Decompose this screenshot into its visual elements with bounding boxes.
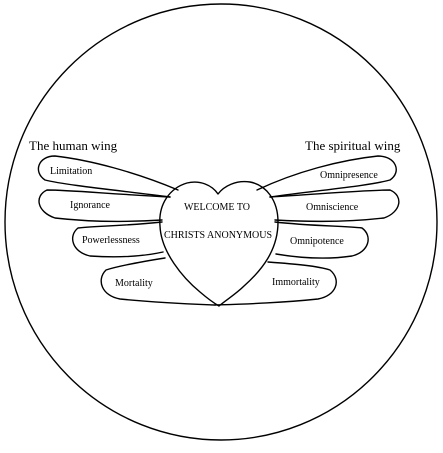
left-feather-4 <box>100 257 216 306</box>
right-feather-2 <box>269 189 400 222</box>
right-feather-label-1: Omnipresence <box>320 170 378 181</box>
left-feather-label-3: Powerlessness <box>82 235 140 246</box>
left-wing <box>37 155 216 306</box>
right-feather-3 <box>274 221 369 259</box>
human-wing-title: The human wing <box>29 138 118 153</box>
outer-circle <box>4 3 438 441</box>
right-feather-4 <box>214 261 337 306</box>
right-feather-1 <box>256 155 397 198</box>
right-feather-label-2: Omniscience <box>306 202 359 213</box>
heart-line-1: WELCOME TO <box>184 202 250 213</box>
heart-shape <box>159 180 279 307</box>
right-feather-label-3: Omnipotence <box>290 236 344 247</box>
right-wing <box>214 155 400 306</box>
heart-line-2: CHRISTS ANONYMOUS <box>164 230 272 241</box>
spiritual-wing-title: The spiritual wing <box>305 138 401 153</box>
left-feather-2 <box>38 189 171 222</box>
left-feather-1 <box>37 155 179 198</box>
left-feather-label-2: Ignorance <box>70 200 111 211</box>
left-feather-label-4: Mortality <box>115 278 153 289</box>
left-feather-3 <box>71 221 164 258</box>
left-feather-label-1: Limitation <box>50 166 92 177</box>
right-feather-label-4: Immortality <box>272 277 320 288</box>
